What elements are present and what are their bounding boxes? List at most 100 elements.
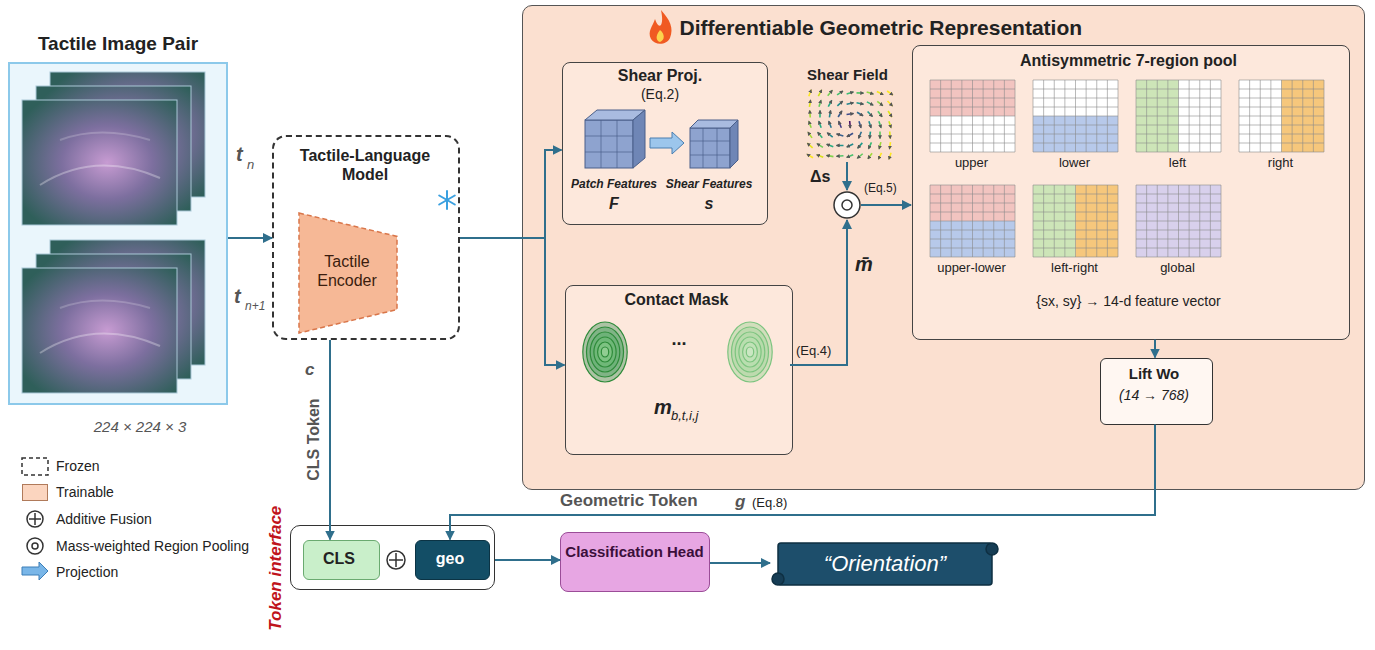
legend-text: Trainable — [56, 483, 114, 501]
shear-field-plot — [809, 100, 810, 107]
fingerprint-mask — [746, 347, 753, 357]
box-label: left — [1126, 155, 1229, 171]
token-chip: CLS — [303, 540, 381, 580]
box-label: s — [654, 194, 764, 213]
box-label: left-right — [1023, 260, 1126, 276]
process-box: Lift Wo(14 → 768) — [1100, 358, 1214, 425]
pooling-symbol — [842, 200, 852, 210]
shear-field-plot — [859, 132, 862, 138]
region-grid — [1239, 80, 1324, 152]
fingerprint-mask — [732, 327, 769, 377]
fingerprint-mask — [739, 337, 761, 367]
fusion-symbol — [389, 553, 403, 567]
feature-cube — [650, 132, 684, 154]
fingerprint-mask — [601, 347, 608, 357]
box-label: Classification Head — [565, 543, 705, 561]
encoder-trapezoid: Tactile Encoder — [298, 212, 398, 334]
box-label: Contact Mask — [564, 290, 789, 309]
fingerprint-mask — [728, 322, 772, 382]
box-label: m — [654, 395, 672, 419]
shear-field-plot — [857, 112, 863, 116]
flow-arrow — [1154, 340, 1156, 358]
shear-field-plot — [877, 101, 883, 105]
shear-field-plot — [859, 121, 861, 128]
region-grid — [1136, 185, 1221, 257]
shear-field-plot — [877, 91, 883, 94]
region-grid — [1033, 80, 1118, 152]
fingerprint-mask — [594, 337, 616, 367]
output-scroll-outline — [986, 543, 998, 555]
fusion-symbol — [387, 551, 405, 569]
shear-field-plot — [828, 90, 833, 95]
region-grid — [1033, 80, 1118, 152]
legend-sample — [22, 562, 48, 580]
shear-field-plot — [847, 103, 854, 105]
shear-field-plot — [819, 111, 821, 118]
flow-arrow — [460, 238, 565, 365]
legend-text: Additive Fusion — [56, 510, 152, 528]
feature-cube — [690, 128, 730, 168]
encoder-trapezoid-outline — [299, 213, 397, 333]
shear-field-plot — [847, 133, 853, 136]
connector-label: CLS Token — [304, 390, 323, 490]
shear-field-plot — [829, 121, 831, 128]
pooling-symbol — [834, 192, 860, 218]
tactile-image-stack — [40, 334, 160, 353]
legend-sample — [27, 511, 43, 527]
shear-field-plot — [867, 92, 874, 94]
box-label: lower — [1023, 155, 1126, 171]
shear-field-plot — [827, 155, 834, 156]
box-label: Shear Proj. — [561, 66, 759, 85]
shear-field-plot — [827, 144, 834, 146]
fingerprint-mask — [583, 322, 627, 382]
box-label: upper — [920, 155, 1023, 171]
shear-field-plot — [819, 121, 821, 128]
shear-field-plot — [838, 111, 842, 117]
fingerprint-mask — [728, 322, 772, 382]
shear-field-plot — [807, 143, 812, 148]
region-grid — [930, 80, 1015, 152]
box-label: “Orientation” — [775, 551, 995, 577]
flow-arrow — [460, 150, 562, 238]
region-grid — [1136, 80, 1221, 152]
shear-field-plot — [839, 121, 842, 127]
flow-line — [846, 162, 848, 190]
shear-field-plot — [837, 155, 844, 157]
shear-field-plot — [879, 132, 881, 139]
shear-field-plot — [889, 121, 891, 128]
region-grid — [1033, 185, 1118, 257]
shear-field-plot — [878, 153, 881, 159]
shear-field-plot — [847, 155, 853, 158]
shear-field-plot — [847, 144, 853, 147]
math-symbol: g — [735, 492, 749, 512]
equation-ref: (Eq.8) — [752, 495, 802, 511]
flow-line — [790, 162, 911, 365]
shear-field-plot — [889, 142, 892, 149]
shear-field-plot — [837, 91, 843, 95]
box-label: {sx, sy} → 14-d feature vector — [911, 293, 1346, 310]
pooling-symbol — [834, 192, 860, 218]
fusion-symbol — [387, 551, 405, 569]
legend-text: Frozen — [56, 457, 100, 475]
shear-field-plot — [809, 121, 811, 128]
tactile-image-stack — [22, 268, 177, 393]
box-label: Differentiable Geometric Representation — [680, 15, 1200, 40]
output-scroll-outline — [772, 573, 784, 585]
region-grid — [1033, 185, 1118, 257]
box-label: Tactile-Language Model — [290, 146, 440, 184]
region-grid — [1239, 80, 1324, 152]
shear-field-plot — [817, 144, 823, 148]
box-label: ... — [644, 329, 714, 351]
region-grid — [1136, 80, 1221, 152]
shear-field-plot — [847, 113, 854, 116]
shear-field-plot — [887, 91, 893, 95]
region-grid — [1033, 185, 1118, 257]
tactile-image-stack — [22, 72, 205, 393]
box-label: Lift Wo — [1099, 365, 1209, 383]
shear-field-plot — [857, 92, 864, 94]
shear-field-plot — [818, 90, 821, 96]
flow-arrow — [495, 559, 560, 561]
shear-field-plot — [817, 155, 823, 158]
feature-cube — [585, 110, 738, 168]
shear-field-plot — [869, 121, 871, 128]
